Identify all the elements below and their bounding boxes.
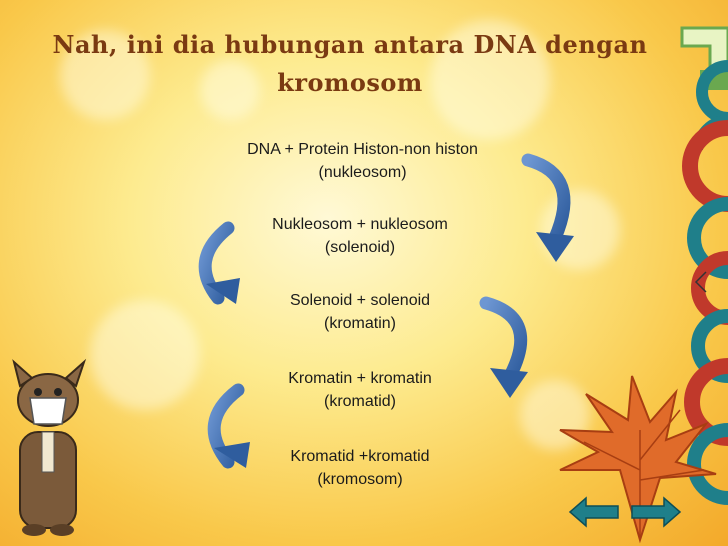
decorative-arcs	[680, 26, 728, 505]
step-4-formula: Kromatin + kromatin	[288, 370, 432, 387]
step-2-formula: Nukleosom + nukleosom	[272, 216, 448, 233]
light-glow	[430, 20, 550, 140]
light-glow	[90, 300, 200, 410]
curved-arrow-icon	[207, 383, 250, 469]
curved-arrow-icon	[479, 296, 528, 398]
step-3-result: (kromatin)	[323, 315, 396, 332]
step-5-formula: Kromatid +kromatid	[290, 448, 430, 465]
step-3: Solenoid + solenoid (kromatin)	[245, 289, 475, 335]
step-2-result: (solenoid)	[324, 239, 396, 256]
step-1: DNA + Protein Histon-non histon (nukleos…	[200, 138, 525, 184]
step-3-formula: Solenoid + solenoid	[289, 292, 431, 309]
curved-arrow-icon	[521, 153, 574, 262]
step-5-result: (kromosom)	[317, 471, 403, 488]
light-glow	[60, 30, 150, 120]
nav-back-arrow-icon[interactable]	[568, 496, 619, 528]
curved-arrow-icon	[198, 221, 240, 305]
step-5: Kromatid +kromatid (kromosom)	[245, 445, 475, 491]
step-1-formula: DNA + Protein Histon-non histon	[247, 141, 478, 158]
cartoon-character-icon	[12, 358, 87, 536]
slide-title: Nah, ini dia hubungan antara DNA dengan …	[52, 30, 648, 98]
step-2: Nukleosom + nukleosom (solenoid)	[235, 213, 485, 259]
light-glow	[200, 60, 260, 120]
step-1-result: (nukleosom)	[318, 164, 407, 181]
nav-forward-arrow-icon[interactable]	[631, 496, 682, 528]
step-4-result: (kromatid)	[323, 393, 396, 410]
maple-leaf-icon	[559, 375, 717, 544]
step-4: Kromatin + kromatin (kromatid)	[245, 367, 475, 413]
